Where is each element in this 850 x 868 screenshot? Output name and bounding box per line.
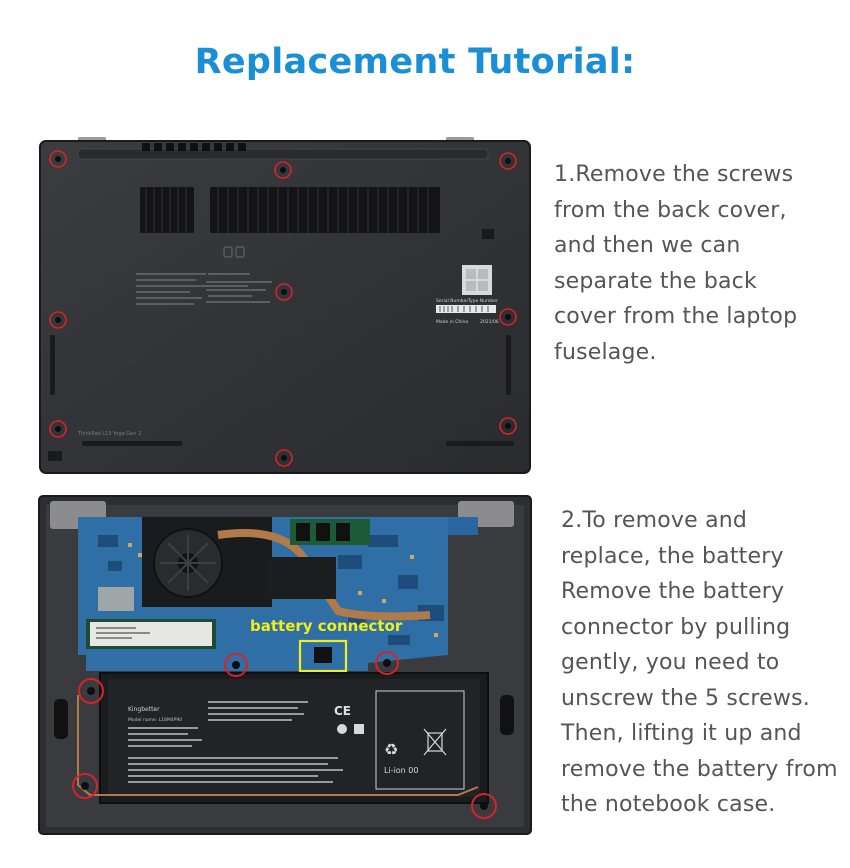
step-1-line: 1.Remove the screws	[554, 162, 794, 187]
screw-icon	[72, 773, 98, 799]
screw-icon	[499, 417, 517, 435]
regulatory-label	[136, 273, 272, 305]
page-title: Replacement Tutorial:	[194, 42, 636, 82]
step-1-line: and then we can	[554, 233, 741, 258]
step-2-line: unscrew the 5 screws.	[561, 685, 810, 711]
ce-mark-icon: CE	[334, 704, 351, 718]
rubber-foot-right	[506, 335, 511, 395]
battery-brand: Kingbetter	[128, 706, 160, 713]
step-1-line: separate the back	[554, 268, 757, 294]
battery-screw-markers	[72, 651, 497, 819]
battery-connector-label: battery connector	[250, 617, 403, 635]
laptop-internals-photo: battery connector Kingbetter Model name:…	[38, 495, 532, 835]
rubber-foot-left	[50, 335, 55, 395]
antenna-cable	[77, 695, 479, 796]
laptop-back-cover-photo: Serial Number Type Number Made in China …	[39, 137, 531, 474]
step-2-line: remove the battery from	[561, 756, 838, 782]
screw-icon	[274, 161, 292, 179]
recycle-icon: ♻	[384, 740, 398, 759]
screw-icon	[499, 152, 517, 170]
wifi-card	[98, 587, 134, 611]
screw-icon	[499, 308, 517, 326]
serial-label: Serial Number	[436, 298, 468, 304]
top-vent	[142, 143, 246, 151]
crossed-bin-icon	[423, 728, 447, 756]
certification-icon	[337, 724, 347, 734]
step-2-line: gently, you need to	[561, 650, 780, 675]
screw-icon	[275, 449, 293, 467]
step-1-instructions: 1.Remove the screws from the back cover,…	[554, 157, 844, 370]
battery-connector-highlight	[298, 639, 348, 673]
step-2-line: Then, lifting it up and	[561, 721, 802, 746]
step-1-line: from the back cover,	[554, 197, 787, 223]
date-label: 2021/06	[480, 319, 499, 325]
step-2-line: replace, the battery	[561, 543, 784, 569]
speaker-left	[54, 699, 68, 739]
step-2-line: 2.To remove and	[561, 508, 748, 533]
screw-markers	[49, 150, 517, 467]
screw-icon	[471, 793, 497, 819]
screw-icon	[78, 678, 104, 704]
type-label: Type Number	[467, 298, 498, 304]
step-2-instructions: 2.To remove and replace, the battery Rem…	[561, 503, 846, 823]
screw-icon	[49, 150, 67, 168]
battery-warning-box	[375, 690, 465, 790]
made-in-label: Made in China	[436, 319, 468, 325]
screw-icon	[49, 420, 67, 438]
screw-icon	[224, 653, 248, 677]
step-2-line: Remove the battery	[561, 579, 785, 604]
serial-barcode	[436, 305, 496, 313]
battery-model: Model name: L18M4P90	[128, 717, 182, 723]
step-2-line: the notebook case.	[561, 792, 776, 817]
screw-icon	[275, 283, 293, 301]
model-label: ThinkPad L13 Yoga Gen 2	[77, 431, 141, 437]
li-ion-label: Li-ion 00	[384, 766, 418, 775]
bottom-vents	[140, 187, 440, 233]
step-1-line: fuselage.	[554, 339, 657, 365]
screw-icon	[375, 651, 399, 675]
screw-icon	[49, 311, 67, 329]
speaker-right	[500, 695, 514, 735]
step-2-line: connector by pulling	[561, 614, 791, 640]
step-1-line: cover from the laptop	[554, 304, 798, 329]
